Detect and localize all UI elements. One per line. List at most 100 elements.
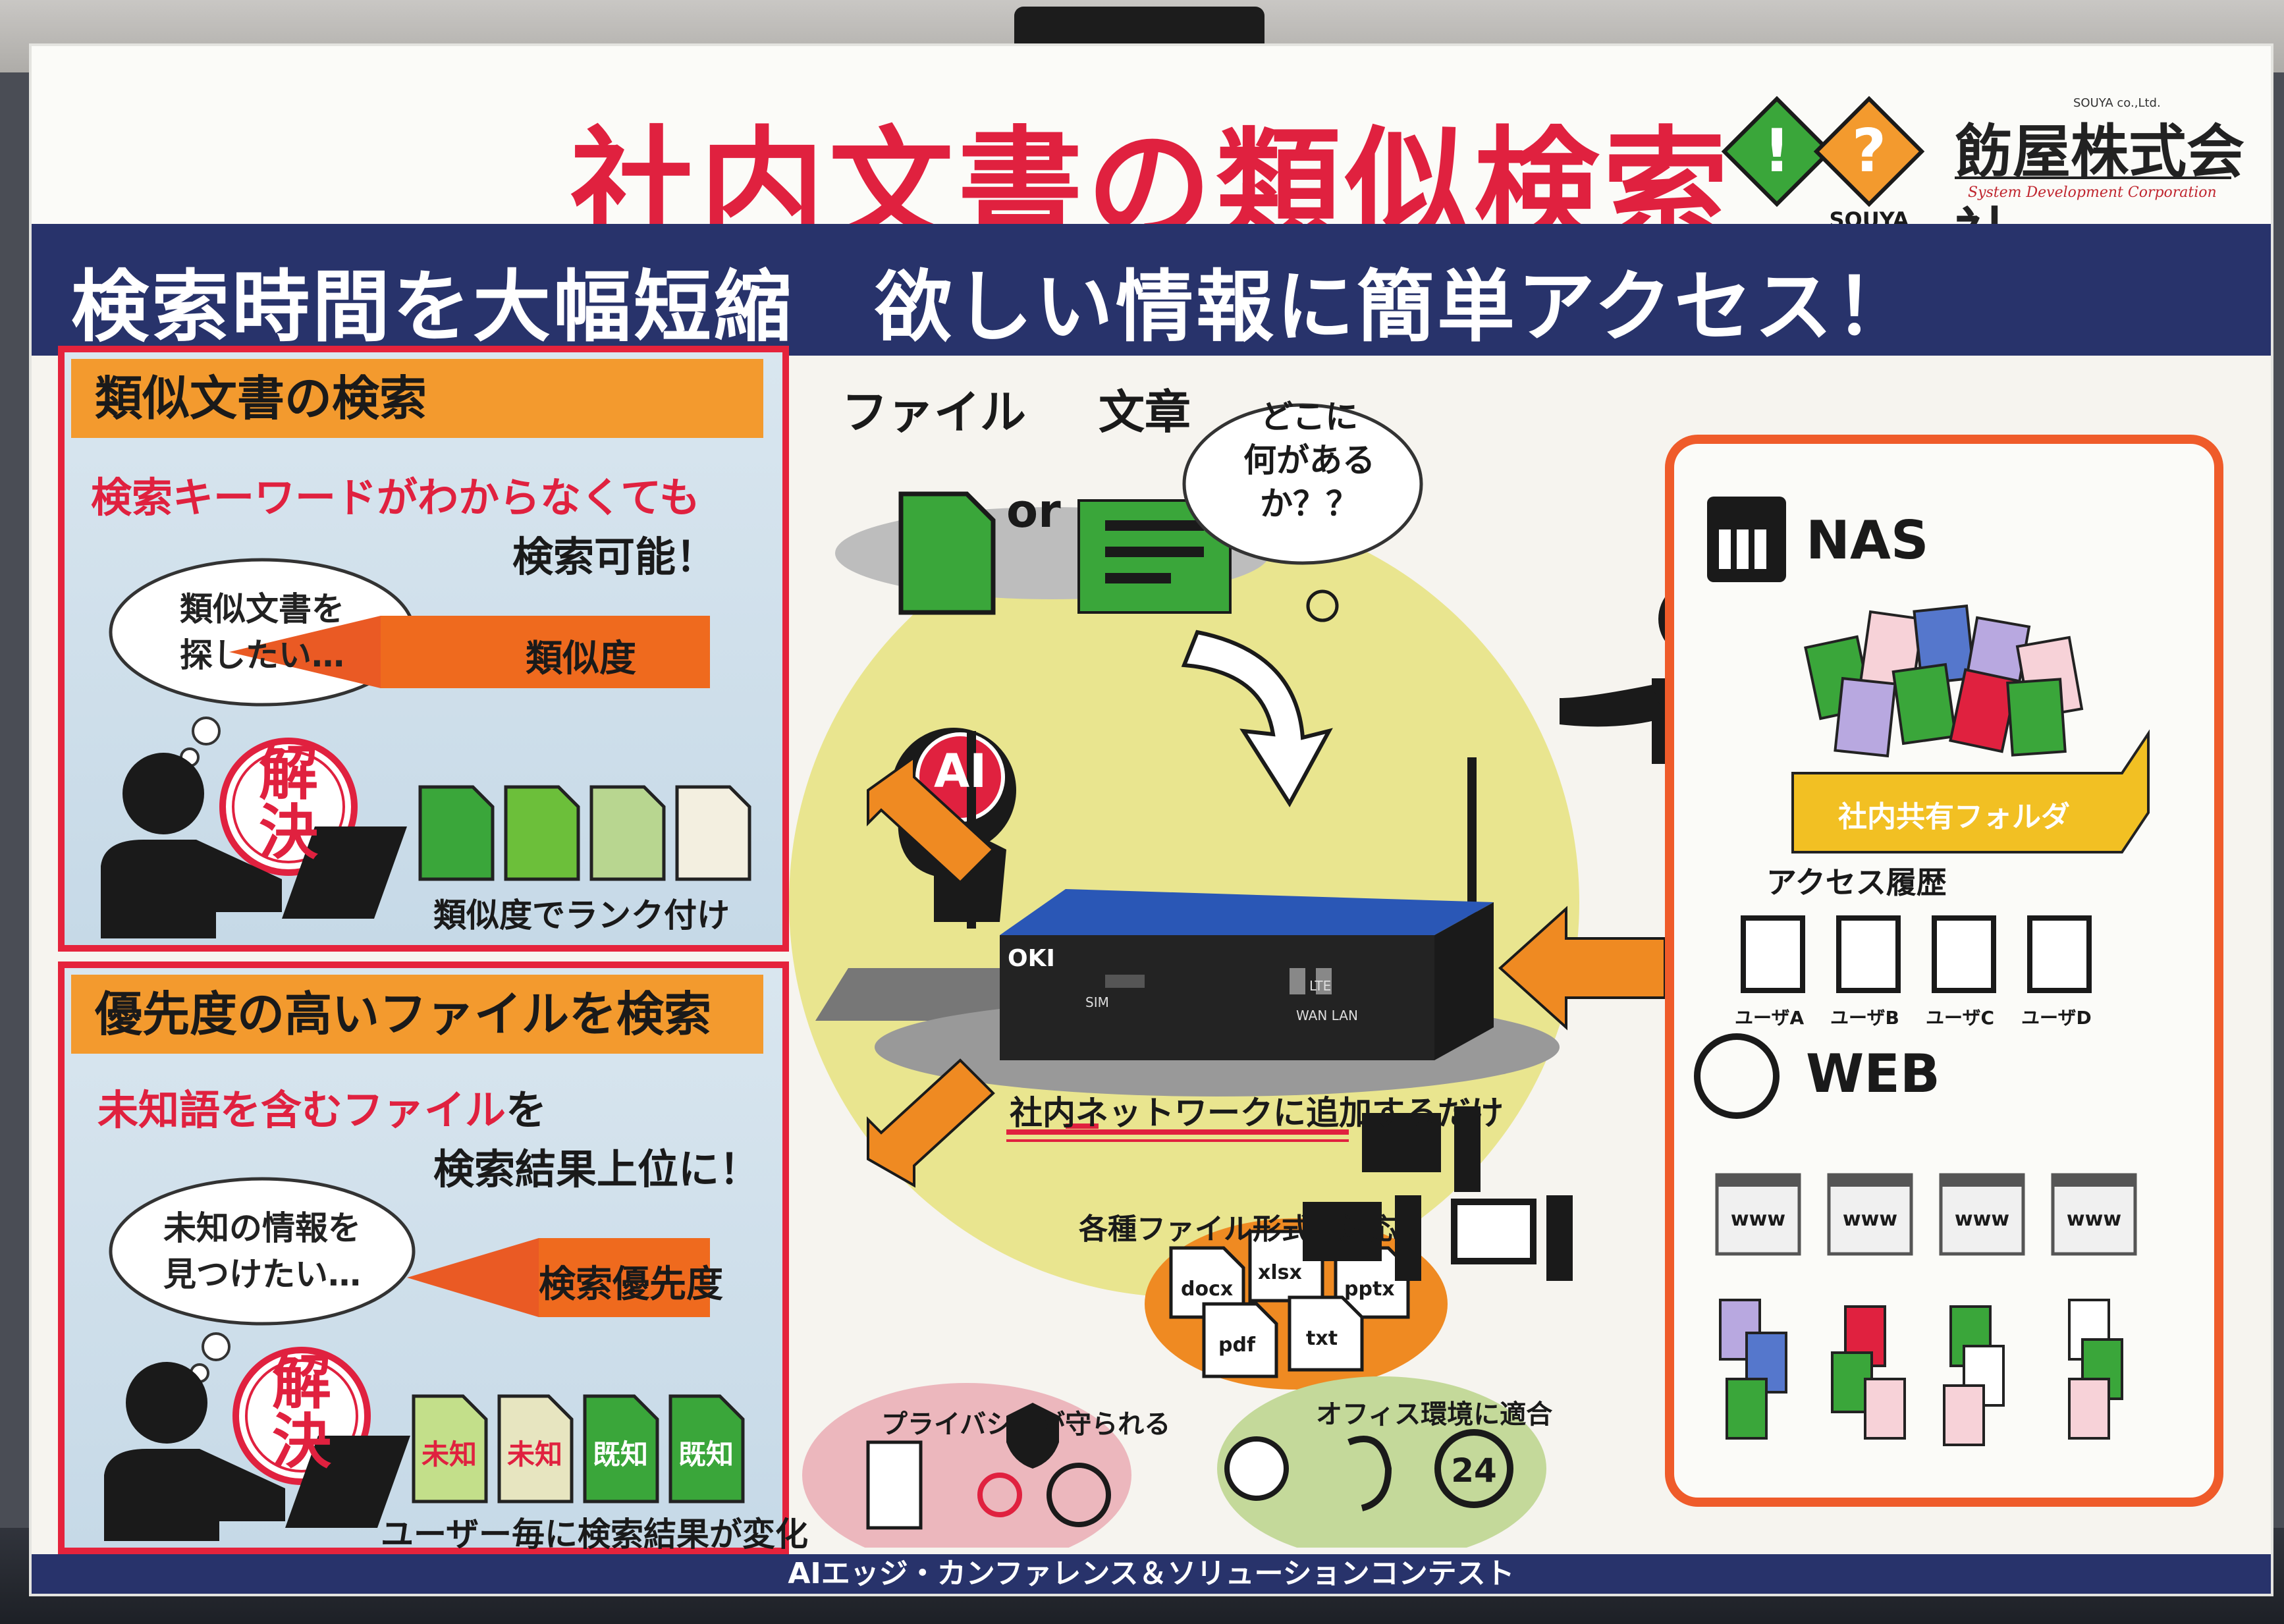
www-4: www <box>2066 1208 2122 1231</box>
thought-line-1: 類似文書を <box>180 590 344 628</box>
user-d-label: ユーザD <box>2021 1007 2092 1029</box>
thought-line-2: 見つけたい… <box>163 1255 361 1293</box>
device-port-lan: WAN LAN <box>1296 1008 1358 1023</box>
rank-docs <box>418 785 751 881</box>
company-logo: ! ? SOUYA SOUYA co.,Ltd. 飭屋株式会社 System D… <box>1718 92 2244 269</box>
www-1: www <box>1730 1208 1786 1231</box>
stamp-char-2: 決 <box>272 1407 331 1476</box>
thought-bubble: 類似文書を 探したい… <box>137 586 387 678</box>
thought-line-1: 未知の情報を <box>163 1209 361 1247</box>
panel-heading: 優先度の高いファイルを検索 <box>71 975 763 1054</box>
ai-label: AI <box>934 744 987 798</box>
unknown-file-text: 未知語を含むファイル <box>97 1086 506 1134</box>
logo-exclaim: ! <box>1763 117 1790 186</box>
panel-heading: 類似文書の検索 <box>71 359 763 438</box>
arrow-label: 検索優先度 <box>539 1263 723 1306</box>
panel-red-line: 未知語を含むファイルを <box>97 1077 547 1136</box>
file-label: ファイル <box>842 385 1026 439</box>
question-line-1: どこに <box>1260 398 1359 436</box>
panel-black-line: 検索可能！ <box>512 533 717 581</box>
edge-device <box>1000 935 1434 1060</box>
network-label: 社内ネットワークに追加するだけ <box>1010 1094 1504 1132</box>
similar-search-panel: 類似文書の検索 検索キーワードがわからなくても 検索可能！ 類似文書を 探したい… <box>58 346 789 952</box>
solved-stamp: 解 決 <box>256 744 321 863</box>
sources-illustration <box>1694 497 2150 1446</box>
footer-banner: AIエッジ・カンファレンス＆ソリューションコンテスト <box>32 1554 2271 1594</box>
up-left-arrow-icon <box>867 755 995 884</box>
pc-icons <box>1303 1106 1573 1281</box>
ear-icon <box>1347 1436 1392 1511</box>
web-globe-icon <box>1694 1033 1780 1119</box>
text-label: 文章 <box>1099 385 1191 439</box>
web-label: WEB <box>1806 1043 1940 1104</box>
poster: 社内文書の類似検索 ! ? SOUYA SOUYA co.,Ltd. 飭屋株式会… <box>32 46 2271 1594</box>
shared-docs-pile <box>1804 604 2084 758</box>
priority-illustration <box>104 1177 745 1541</box>
down-left-arrow-icon <box>867 1058 995 1188</box>
priority-search-panel: 優先度の高いファイルを検索 未知語を含むファイルを 検索結果上位に！ 未知の情 <box>58 961 808 1554</box>
logo-mark-icon: ! ? SOUYA <box>1721 95 1925 232</box>
web-docs <box>1719 1299 2123 1446</box>
globe-icon <box>1047 1463 1111 1527</box>
www-2: www <box>1842 1208 1898 1231</box>
down-arrow-icon <box>1181 630 1333 807</box>
arrow-label: 類似度 <box>526 637 636 680</box>
stamp-char-1: 解 <box>259 739 318 808</box>
privacy-label: プライバシーが守られる <box>881 1409 1171 1440</box>
rank-caption: 類似度でランク付け <box>433 896 730 934</box>
formats-heading: 各種ファイル形式に対応！ <box>1079 1212 1427 1246</box>
confused-scribble-icon <box>1306 589 1339 622</box>
stamp-char-2: 決 <box>259 798 318 867</box>
stamp-char-1: 解 <box>272 1348 331 1417</box>
browser-window-icons <box>1715 1173 2137 1256</box>
shield-icon <box>1006 1403 1059 1469</box>
panel-black-line: 検索結果上位に！ <box>433 1145 761 1193</box>
doc-label-3: 既知 <box>593 1438 649 1471</box>
nas-label: NAS <box>1806 510 1929 571</box>
logo-question: ? <box>1852 117 1886 186</box>
sources-panel: NAS 社内共有フォルダ アクセス履歴 ユーザA ユーザB ユーザC ユーザD … <box>1665 435 2223 1507</box>
user-a-label: ユーザA <box>1735 1007 1805 1029</box>
unknown-file-suffix: を <box>506 1086 547 1134</box>
format-txt: txt <box>1306 1327 1338 1350</box>
thought-bubble: 未知の情報を 見つけたい… <box>137 1205 387 1297</box>
format-pdf: pdf <box>1218 1334 1256 1357</box>
clock-label: 24 <box>1451 1451 1497 1490</box>
building-icon <box>866 1440 923 1530</box>
doc-label-2: 未知 <box>507 1438 563 1471</box>
clock-24-icon <box>1434 1429 1513 1508</box>
headline-banner: 検索時間を大幅短縮 欲しい情報に簡単アクセス！ <box>32 224 2271 356</box>
format-pptx: pptx <box>1344 1278 1395 1301</box>
device-port-lte: LTE <box>1309 978 1332 994</box>
company-en-small: SOUYA co.,Ltd. <box>2073 96 2161 110</box>
panel-red-line: 検索キーワードがわからなくても <box>91 474 701 522</box>
center-illustration: 24 <box>789 403 1579 1548</box>
history-label: アクセス履歴 <box>1766 865 1947 900</box>
history-doc-icons <box>1741 915 2092 993</box>
office-label: オフィス環境に適合 <box>1316 1399 1553 1430</box>
right-arrow-icon <box>1498 906 1666 1031</box>
file-icon <box>898 491 996 615</box>
shared-folder-label: 社内共有フォルダ <box>1838 800 2070 834</box>
user-b-label: ユーザB <box>1830 1007 1899 1029</box>
format-docx: docx <box>1181 1278 1234 1301</box>
antenna-right <box>1467 757 1477 942</box>
priority-caption: ユーザー毎に検索結果が変化 <box>381 1515 808 1554</box>
format-xlsx: xlsx <box>1258 1261 1302 1284</box>
company-sub: System Development Corporation <box>1968 184 2217 201</box>
doc-label-1: 未知 <box>421 1438 477 1471</box>
similar-illustration <box>101 558 751 938</box>
device-port-sim: SIM <box>1085 994 1109 1010</box>
device-brand: OKI <box>1008 945 1055 972</box>
doc-label-4: 既知 <box>678 1438 734 1471</box>
company-divider <box>1955 176 2231 179</box>
headline-text: 検索時間を大幅短縮 欲しい情報に簡単アクセス！ <box>71 261 1916 352</box>
thought-line-2: 探したい… <box>180 636 344 674</box>
shared-folder-icon <box>1791 729 2150 853</box>
no-entry-icon <box>977 1473 1022 1517</box>
priority-docs <box>412 1394 745 1503</box>
user-c-label: ユーザC <box>1926 1007 1994 1029</box>
www-3: www <box>1954 1208 2010 1231</box>
solved-stamp: 解 決 <box>269 1353 335 1472</box>
device-top <box>1000 889 1494 935</box>
